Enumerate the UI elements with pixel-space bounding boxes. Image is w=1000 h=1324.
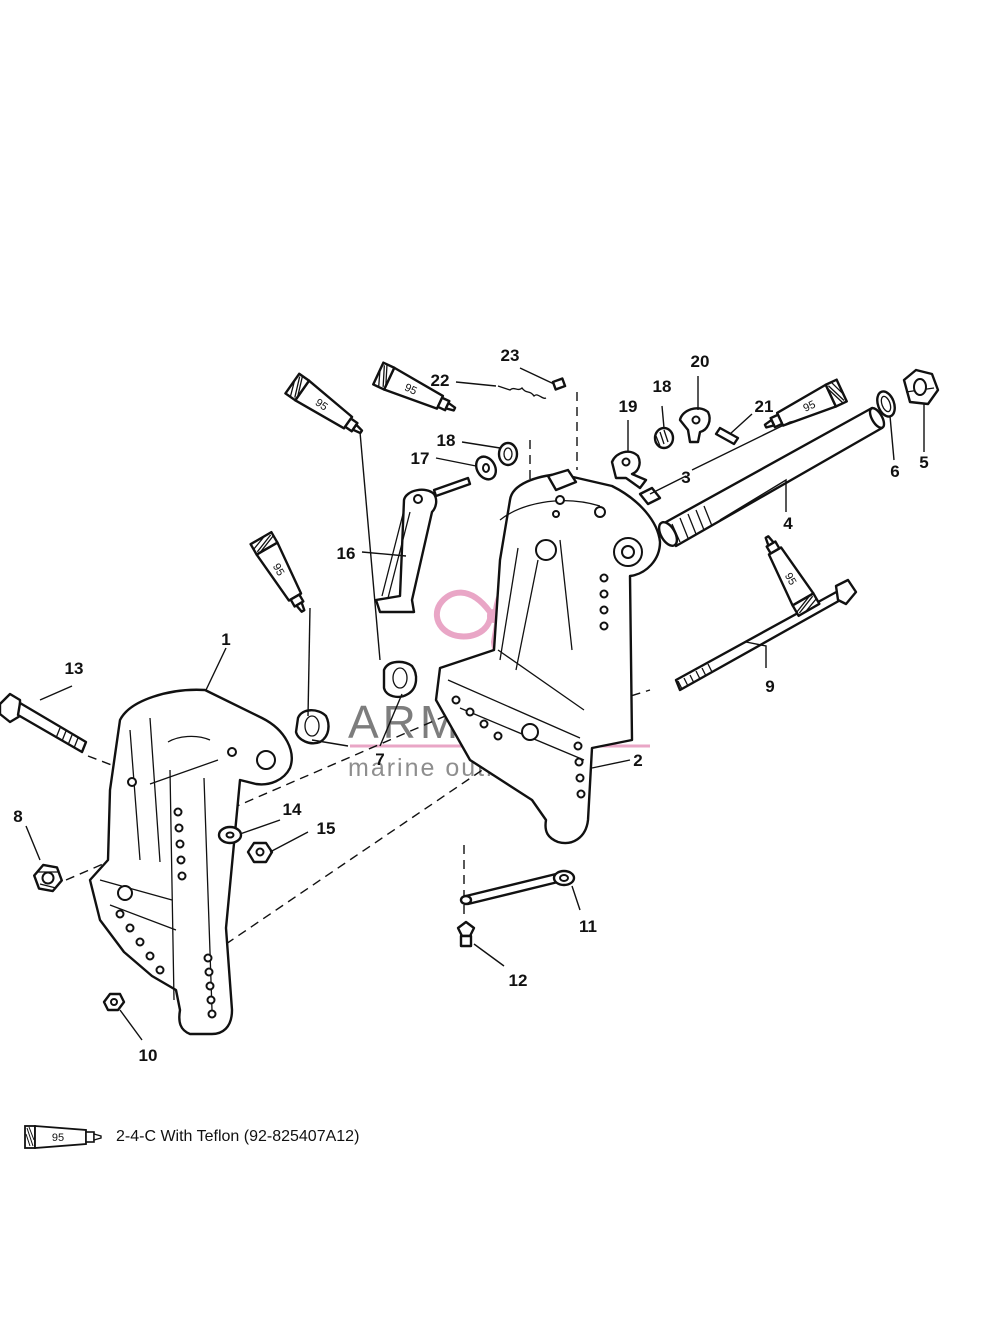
lever-washer (474, 455, 498, 481)
swivel-tube-nut (902, 368, 940, 406)
tilt-lever (374, 488, 438, 614)
callout-10: 10 (139, 1046, 158, 1065)
callout-1: 1 (221, 630, 230, 649)
bracket-right-holes-lower (451, 695, 503, 741)
callout-9: 9 (765, 677, 774, 696)
callout-3: 3 (681, 468, 690, 487)
clamp-bolt (0, 692, 88, 754)
callout-15: 15 (317, 819, 336, 838)
callout-18-right: 18 (653, 377, 672, 396)
tilt-spring (497, 385, 547, 399)
bracket-right-holes-col2 (573, 741, 586, 799)
callout-17: 17 (411, 449, 430, 468)
bracket-nut (246, 841, 274, 864)
callout-22: 22 (431, 371, 450, 390)
svg-text:95: 95 (313, 397, 330, 414)
thrust-washers (294, 660, 418, 745)
lubricant-tube-4: 95 (759, 378, 848, 439)
set-screw (551, 377, 567, 391)
long-through-bolt (674, 578, 858, 692)
lubricant-tube-5: 95 (755, 529, 821, 618)
callout-4: 4 (783, 514, 793, 533)
callout-7: 7 (375, 750, 384, 769)
lubricant-tube-3: 95 (249, 530, 315, 619)
bracket-right-holes-col1 (599, 573, 609, 631)
ground-screw (456, 920, 476, 948)
bushing-right (653, 426, 675, 450)
lubricant-tube-2: 95 (372, 361, 461, 422)
tilt-latch (678, 407, 711, 444)
bushing-left (497, 441, 519, 467)
callout-labels: 1 2 3 4 5 6 7 8 9 10 11 12 13 14 15 16 1… (13, 346, 928, 1065)
legend-description: 2-4-C With Teflon (92-825407A12) (116, 1128, 360, 1145)
callout-20: 20 (691, 352, 710, 371)
callout-14: 14 (283, 800, 302, 819)
callout-16: 16 (337, 544, 356, 563)
callout-18-left: 18 (437, 431, 456, 450)
svg-text:95: 95 (402, 382, 418, 398)
tilt-cam (610, 450, 648, 490)
latch-pin (714, 426, 740, 446)
legend-tube-code: 95 (52, 1132, 64, 1144)
clamp-bracket-right (434, 468, 662, 845)
ground-strap (459, 869, 576, 906)
callout-5: 5 (919, 453, 928, 472)
callout-6: 6 (890, 462, 899, 481)
clamp-bracket-left (88, 688, 293, 1036)
lubricant-legend: 95 2-4-C With Teflon (92-825407A12) (24, 1122, 359, 1152)
small-nut (102, 992, 126, 1012)
lubricant-tube-icon: 95 (24, 1125, 102, 1149)
callout-8: 8 (13, 807, 22, 826)
leader-lines (25, 367, 925, 1041)
lubricant-tube-1: 95 (284, 372, 370, 443)
callout-23: 23 (501, 346, 520, 365)
callout-13: 13 (65, 659, 84, 678)
bracket-left-holes-col2 (203, 953, 217, 1019)
swivel-tube (657, 406, 886, 548)
svg-text:95: 95 (801, 399, 817, 415)
svg-text:95: 95 (270, 562, 287, 579)
svg-text:95: 95 (782, 571, 799, 588)
callout-19: 19 (619, 397, 638, 416)
washer (217, 825, 243, 845)
callout-11: 11 (579, 917, 597, 936)
lever-pin (432, 476, 472, 498)
callout-12: 12 (509, 971, 528, 990)
bracket-left-holes-col1 (173, 807, 187, 881)
callout-21: 21 (755, 397, 774, 416)
bracket-left-holes-outer (115, 909, 165, 975)
callout-2: 2 (633, 751, 642, 770)
clamp-bolt-nut (30, 862, 66, 894)
